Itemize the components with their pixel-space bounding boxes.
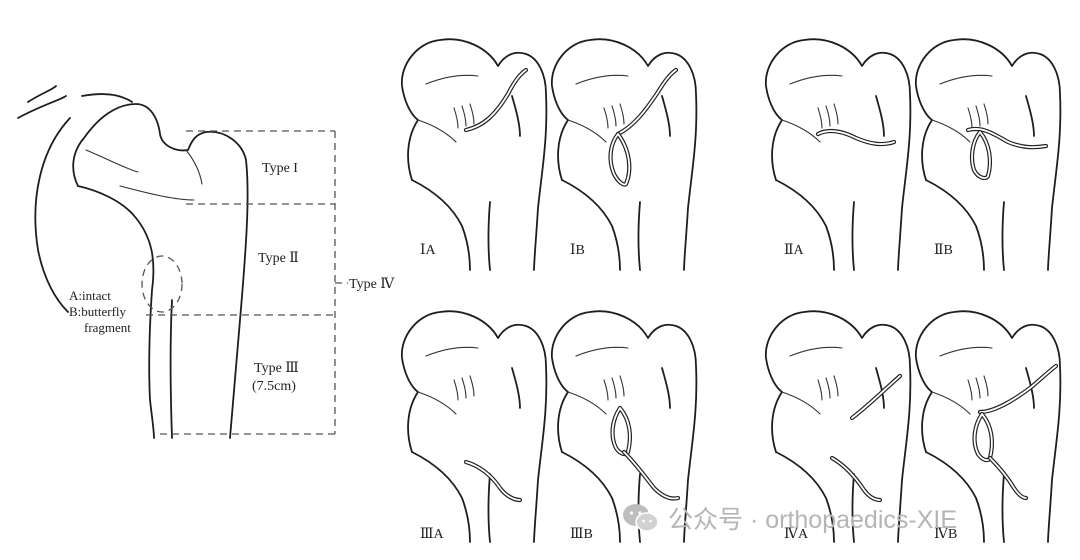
legend-fragment: fragment [84, 320, 131, 335]
panel-label-2b: ⅡB [934, 243, 953, 258]
zone-label-type-3: Type Ⅲ [254, 361, 299, 376]
panel-2a: ⅡA [764, 38, 912, 271]
wechat-logo-icon [623, 504, 659, 532]
panel-label-3a: ⅢA [420, 527, 445, 542]
panel-2b: ⅡB [914, 38, 1062, 271]
panel-4a: ⅣA [764, 310, 912, 543]
zone-length-note: (7.5cm) [252, 379, 296, 394]
panel-label-2a: ⅡA [784, 243, 805, 258]
zone-label-type-1: Type I [262, 161, 298, 176]
panel-1b: ⅠB [550, 38, 698, 271]
panel-label-4b: ⅣB [934, 527, 957, 542]
type-iv-label: Type Ⅳ [349, 277, 395, 292]
main-femur-schematic: Type I Type Ⅱ Type Ⅲ (7.5cm) Type Ⅳ A:in… [17, 85, 395, 439]
panel-3b: ⅢB [550, 310, 698, 543]
zone-label-type-2: Type Ⅱ [258, 251, 299, 266]
lesser-trochanter-marker [141, 255, 183, 313]
panel-3a: ⅢA [400, 310, 548, 543]
panel-4b: ⅣB [914, 310, 1062, 543]
panel-label-3b: ⅢB [570, 527, 593, 542]
panel-label-1a: ⅠA [420, 243, 437, 258]
watermark: 公众号 · orthopaedics-XIE [622, 498, 957, 538]
panel-1a: ⅠA [400, 38, 548, 271]
panel-label-1b: ⅠB [570, 243, 585, 258]
legend-intact: A:intact [69, 288, 111, 303]
panel-label-4a: ⅣA [784, 527, 809, 542]
watermark-text: 公众号 · orthopaedics-XIE [668, 506, 957, 534]
legend-butterfly: B:butterfly [69, 304, 127, 319]
